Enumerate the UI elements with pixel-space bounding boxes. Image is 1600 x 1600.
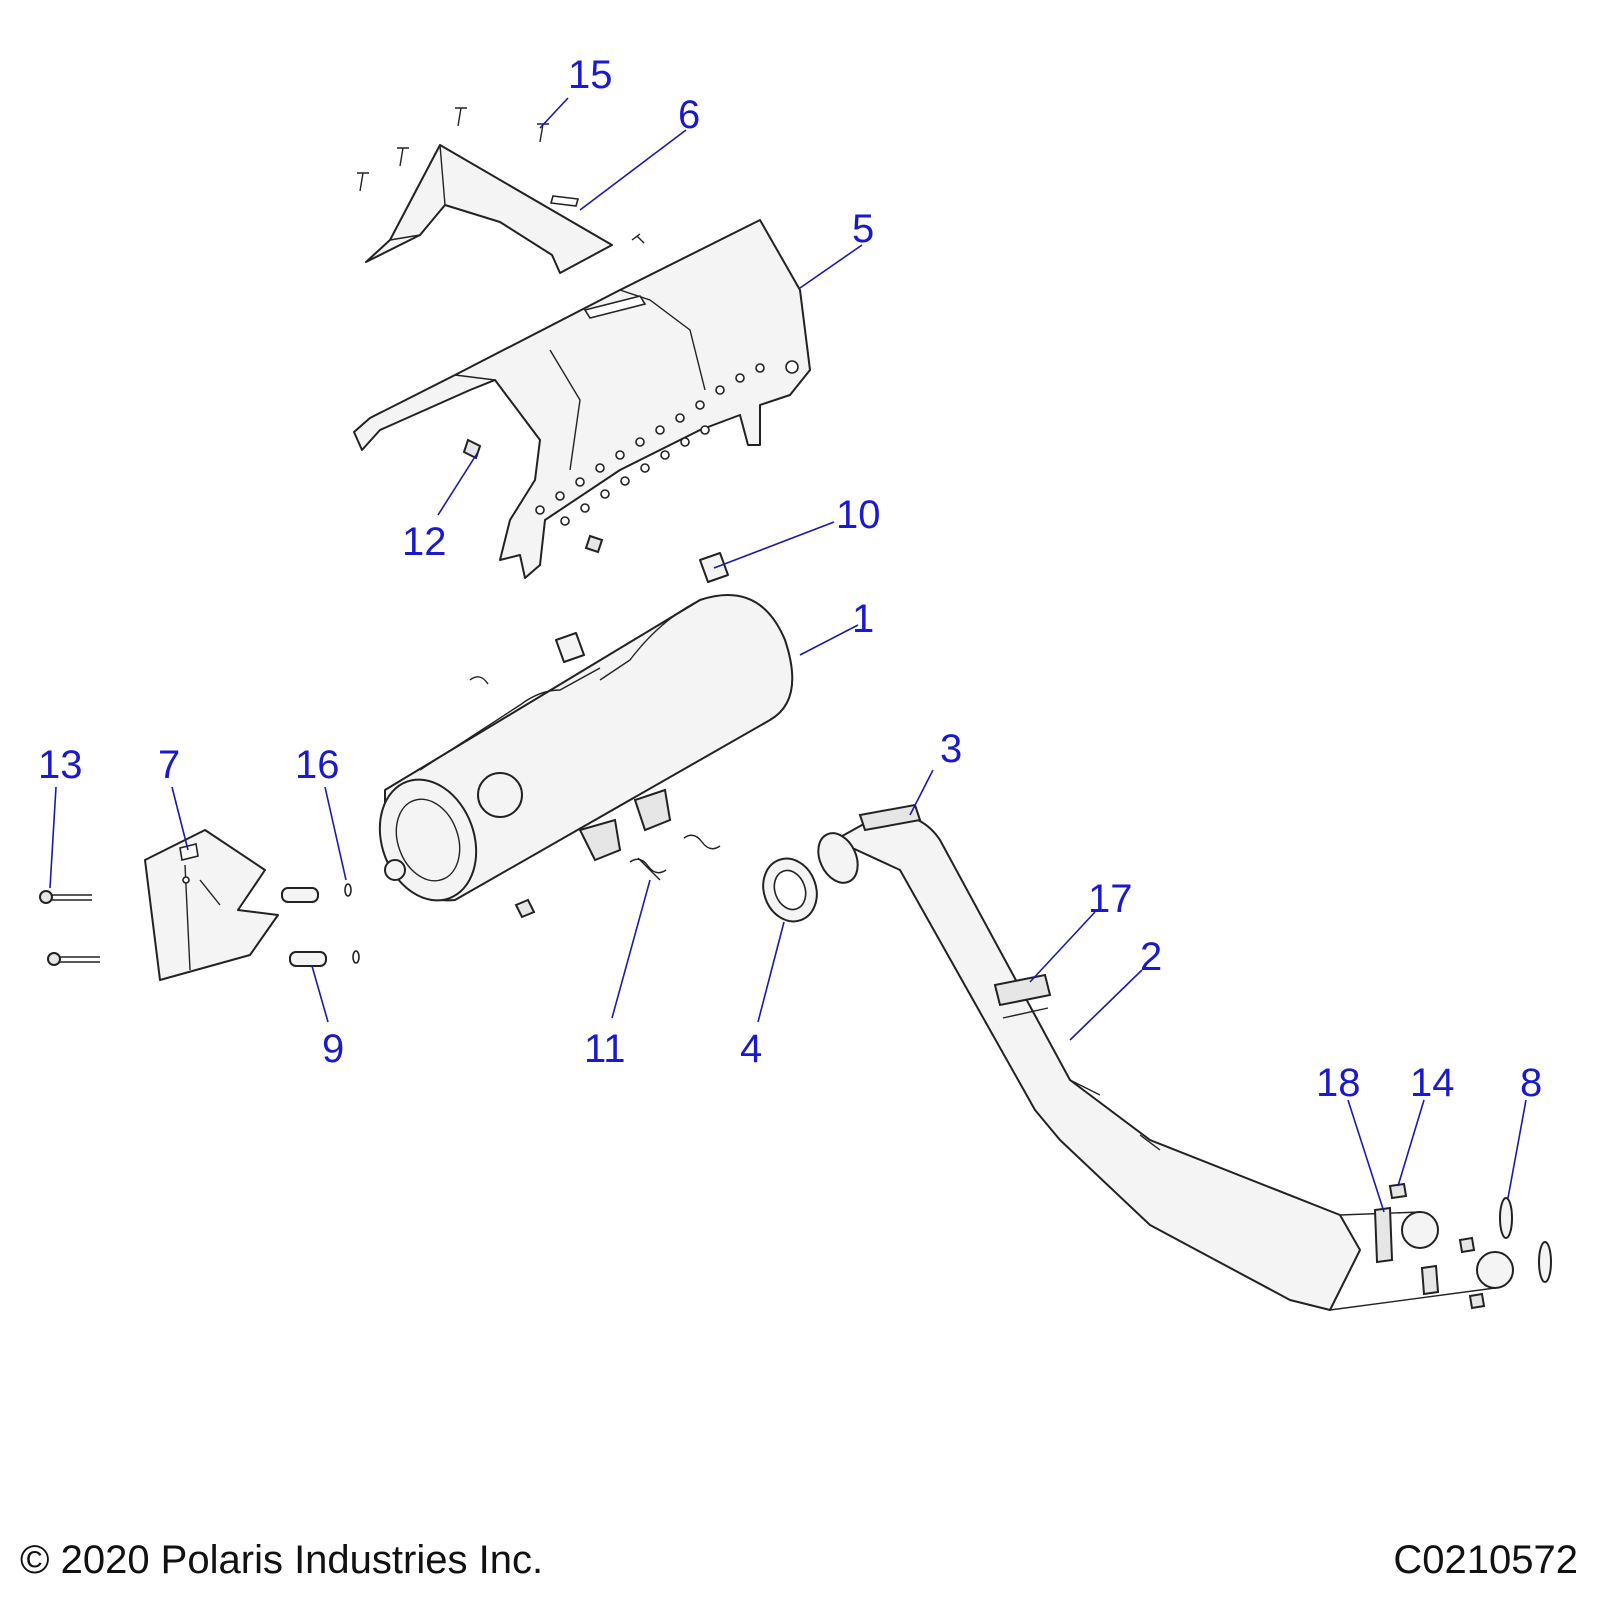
leader-lines: [49, 97, 1527, 1213]
callout-3: 3: [940, 727, 962, 771]
callout-7: 7: [158, 743, 180, 787]
callout-1: 1: [852, 597, 874, 641]
part-6-shield-bracket: [365, 144, 613, 274]
part-18-clamps: [1373, 1206, 1440, 1296]
callout-6: 6: [678, 93, 700, 137]
callout-5: 5: [852, 207, 874, 251]
part-3-clamp: [858, 803, 922, 832]
callout-10: 10: [836, 493, 881, 537]
callout-4: 4: [740, 1027, 762, 1071]
part-8-gaskets: [1499, 1197, 1552, 1283]
part-17-clamp: [993, 973, 1052, 1007]
callout-12: 12: [402, 520, 447, 564]
part-16-washers: [344, 883, 360, 964]
part-4-gasket: [762, 857, 818, 923]
callout-9: 9: [322, 1027, 344, 1071]
part-12-screws: [462, 438, 604, 554]
callout-2: 2: [1140, 935, 1162, 979]
part-9-bushings: [281, 887, 327, 967]
part-2-head-pipe: [817, 813, 1514, 1311]
part-7-mount-bracket: [144, 829, 279, 981]
callout-18: 18: [1316, 1061, 1361, 1105]
copyright-notice: © 2020 Polaris Industries Inc.: [20, 1538, 544, 1582]
part-14-nuts: [1388, 1182, 1486, 1310]
part-13-bolts: [39, 890, 100, 966]
callout-8: 8: [1520, 1061, 1542, 1105]
callout-11: 11: [584, 1027, 626, 1071]
part-1-muffler: [378, 594, 794, 902]
drawing-number: C0210572: [1393, 1538, 1578, 1582]
part-5-heat-shield: [353, 219, 811, 579]
callout-15: 15: [568, 53, 613, 97]
callout-17: 17: [1088, 877, 1133, 921]
callout-14: 14: [1410, 1061, 1455, 1105]
callout-16: 16: [295, 743, 340, 787]
callout-labels: 15 6 5 12 10 1 3 13 7 16 9 11 4 17 2 18 …: [38, 53, 1542, 1105]
callout-13: 13: [38, 743, 83, 787]
part-11-springs: [469, 676, 721, 919]
part-15-screws: [357, 107, 645, 244]
